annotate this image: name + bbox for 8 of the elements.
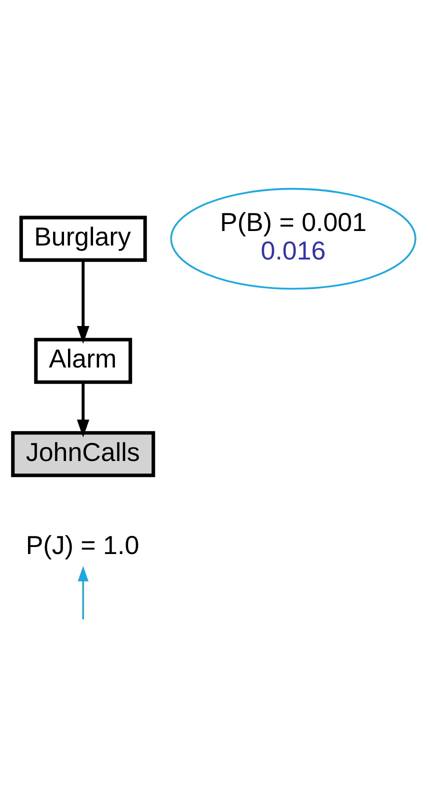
arrow [78,566,88,619]
node-ellipse: P(B) = 0.001 0.016 [170,187,416,290]
arrow [76,260,90,344]
node-box: Alarm [34,337,132,384]
node-text: P(J) = 1.0 [26,530,140,560]
arrow [76,382,90,437]
node-box: JohnCalls [11,430,156,477]
node-box: Burglary [19,215,147,262]
